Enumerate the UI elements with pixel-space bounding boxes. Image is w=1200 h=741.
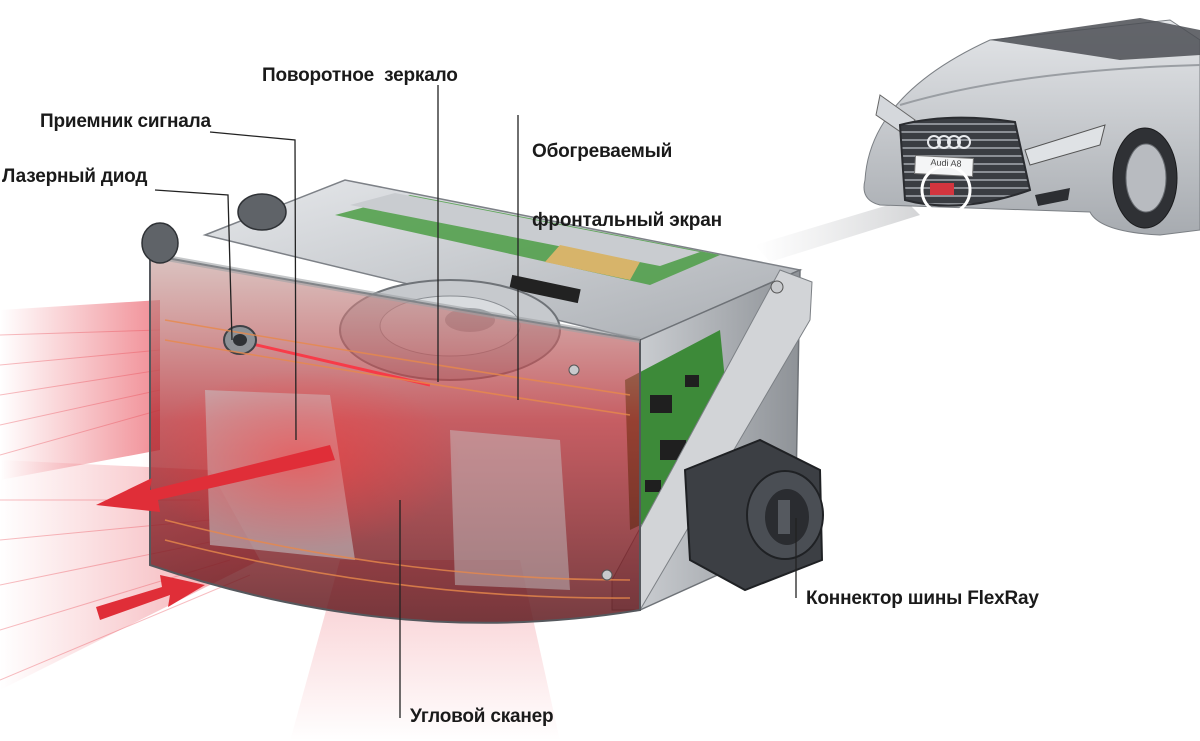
label-flexray-connector: Коннектор шины FlexRay xyxy=(806,588,1039,609)
label-heated-front-screen: Обогреваемый фронтальный экран xyxy=(532,94,722,278)
label-rotating-mirror: Поворотное зеркало xyxy=(262,65,458,86)
zoom-connector-band xyxy=(755,200,920,262)
leader-lines xyxy=(154,85,797,718)
label-laser-diode: Лазерный диод xyxy=(2,166,148,187)
label-angular-scanner: Угловой сканер xyxy=(410,706,554,727)
outgoing-beam-arrow xyxy=(96,445,335,512)
sensor-highlight-circle xyxy=(920,164,972,216)
incoming-beam-arrow xyxy=(96,575,205,620)
flexray-connector xyxy=(683,438,824,592)
label-signal-receiver: Приемник сигнала xyxy=(40,111,211,132)
label-heated-front-screen-line2: фронтальный экран xyxy=(532,210,722,231)
label-heated-front-screen-line1: Обогреваемый xyxy=(532,141,673,162)
audi-a8-car xyxy=(863,18,1200,236)
